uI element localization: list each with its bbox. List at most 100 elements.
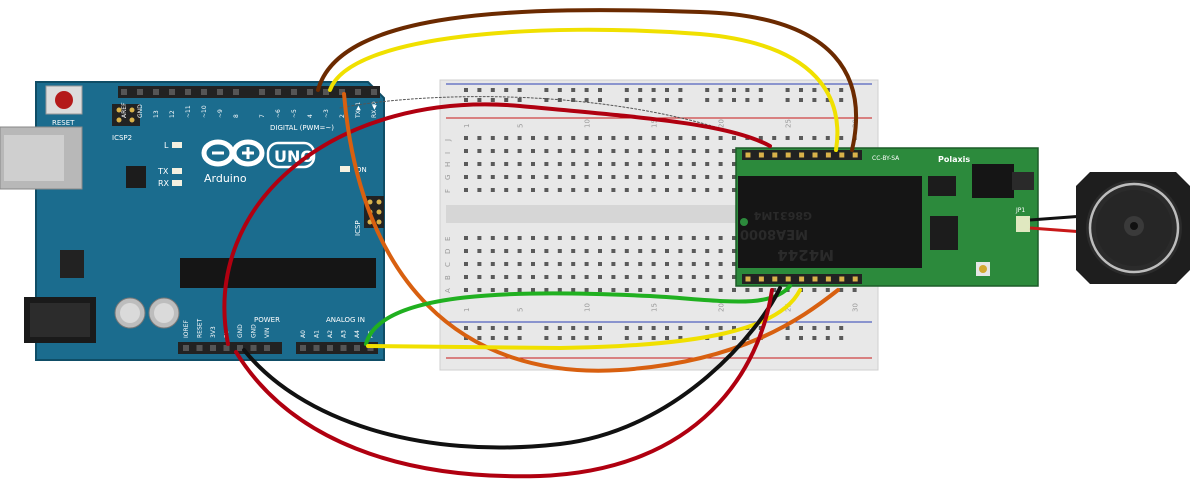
rx-led [172, 180, 182, 186]
terminal-hole [611, 236, 616, 240]
rail-hole [718, 326, 723, 330]
rail-hole [785, 88, 790, 92]
rail-hole [651, 88, 656, 92]
rail-hole [799, 336, 803, 340]
terminal-hole [624, 236, 629, 240]
digital-pin-label: 4 [307, 114, 314, 118]
terminal-hole [691, 175, 696, 179]
terminal-hole [758, 288, 763, 292]
rail-hole [678, 98, 683, 102]
rail-hole [584, 336, 589, 340]
terminal-hole [571, 288, 576, 292]
terminal-hole [490, 275, 495, 279]
tx-led [172, 168, 182, 174]
row-letter: H [444, 162, 452, 167]
terminal-hole [718, 188, 723, 192]
arduino-logo [201, 139, 265, 167]
terminal-hole [464, 149, 468, 153]
terminal-hole [691, 136, 696, 140]
terminal-hole [517, 249, 522, 253]
terminal-hole [464, 175, 468, 179]
terminal-hole [517, 236, 522, 240]
terminal-hole [490, 188, 495, 192]
terminal-hole [531, 249, 535, 253]
wire-orange [342, 92, 840, 373]
terminal-hole [839, 136, 844, 140]
terminal-hole [544, 162, 549, 166]
terminal-hole [638, 288, 643, 292]
rail-hole [665, 98, 669, 102]
module-bottom-pin [839, 276, 845, 282]
audio-jack [972, 164, 1034, 198]
rail-hole [705, 98, 710, 102]
rail-hole [598, 336, 602, 340]
rail-hole [799, 88, 803, 92]
power-label: POWER [254, 316, 280, 324]
terminal-hole [691, 162, 696, 166]
terminal-hole [758, 136, 763, 140]
column-number: 30 [852, 303, 860, 312]
terminal-hole [557, 175, 562, 179]
digital-pin-hole [355, 89, 361, 95]
terminal-hole [598, 136, 602, 140]
terminal-hole [705, 288, 710, 292]
digital-pin-label: ~10 [201, 105, 208, 118]
usb-chip [126, 166, 146, 188]
reset-button[interactable] [45, 85, 83, 115]
row-letter: I [444, 152, 452, 154]
row-letter: D [444, 249, 452, 254]
power-pin-hole [223, 345, 230, 351]
terminal-hole [490, 162, 495, 166]
terminal-hole [611, 188, 616, 192]
speaker-wire-black [1029, 214, 1085, 222]
terminal-hole [772, 288, 777, 292]
digital-pin-hole [323, 89, 329, 95]
terminal-hole [544, 288, 549, 292]
wire-shadow [339, 96, 771, 147]
icsp2-header [112, 104, 140, 126]
digital-pin-hole [291, 89, 297, 95]
rail-hole [504, 336, 509, 340]
trimmer-pot[interactable] [976, 262, 990, 276]
terminal-hole [624, 136, 629, 140]
terminal-hole [638, 262, 643, 266]
column-number: 1 [463, 124, 471, 128]
rail-hole [571, 326, 576, 330]
terminal-hole [504, 136, 509, 140]
terminal-hole [517, 188, 522, 192]
digital-pin-hole [275, 89, 281, 95]
terminal-hole [598, 249, 602, 253]
terminal-hole [517, 288, 522, 292]
terminal-hole [678, 249, 683, 253]
terminal-hole [490, 249, 495, 253]
rail-hole [490, 336, 495, 340]
terminal-hole [544, 188, 549, 192]
terminal-hole [464, 136, 468, 140]
terminal-hole [745, 288, 750, 292]
analog-pin-label: A1 [314, 330, 321, 338]
digital-pin-hole [121, 89, 127, 95]
module-bottom-pin [852, 276, 858, 282]
terminal-hole [531, 162, 535, 166]
terminal-hole [705, 188, 710, 192]
terminal-hole [678, 188, 683, 192]
terminal-hole [598, 188, 602, 192]
terminal-hole [718, 262, 723, 266]
terminal-hole [598, 275, 602, 279]
terminal-hole [477, 275, 482, 279]
terminal-hole [651, 262, 656, 266]
terminal-hole [584, 249, 589, 253]
module-bottom-pin [772, 276, 778, 282]
module-top-pin [839, 152, 845, 158]
terminal-hole [638, 136, 643, 140]
rail-hole [758, 98, 763, 102]
terminal-hole [504, 288, 509, 292]
power-pin-hole [196, 345, 203, 351]
speaker-wire-red [1029, 226, 1085, 234]
jp1-header [1016, 216, 1030, 232]
rail-hole [799, 98, 803, 102]
module-bottom-pin [785, 276, 791, 282]
column-number: 5 [517, 124, 525, 128]
row-letter: J [444, 139, 452, 142]
terminal-hole [464, 249, 468, 253]
